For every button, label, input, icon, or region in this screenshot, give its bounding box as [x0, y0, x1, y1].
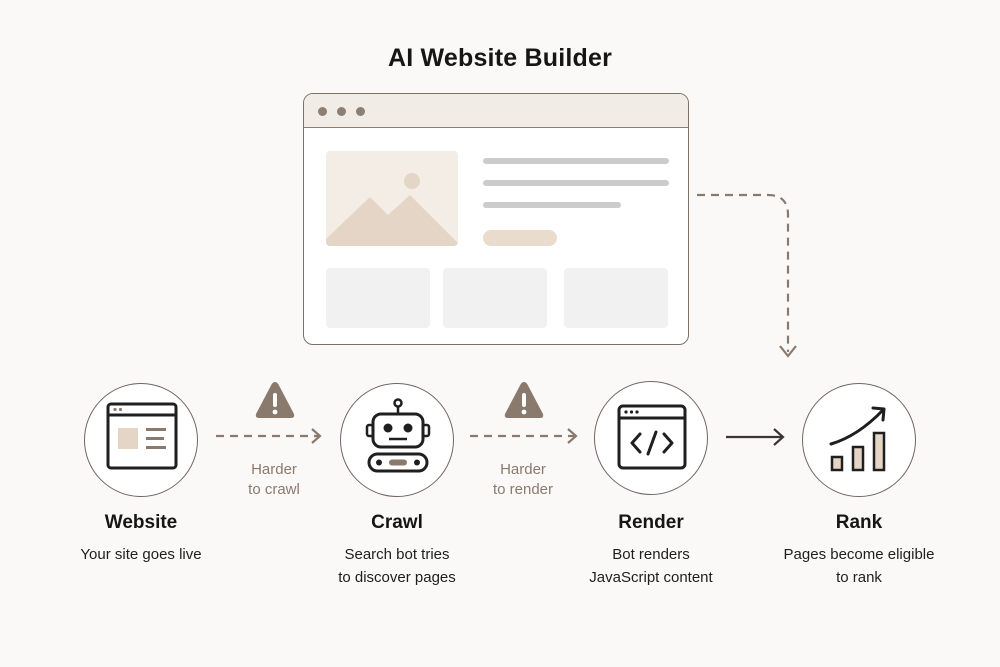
code-window-icon — [617, 404, 687, 470]
robot-icon — [365, 398, 431, 473]
step-title-crawl: Crawl — [371, 512, 423, 533]
step-desc-line: Pages become eligible — [783, 546, 935, 563]
step-desc-line: to discover pages — [338, 569, 456, 586]
window-dot-icon — [337, 107, 346, 116]
arrow-head-icon — [311, 428, 322, 444]
bar-chart-growth-icon — [829, 406, 886, 472]
step-title-website: Website — [104, 512, 178, 533]
connector-label-line: to crawl — [248, 481, 300, 498]
step-desc-line: Search bot tries — [344, 546, 450, 563]
step-desc-line: to rank — [836, 569, 882, 586]
connector-label-line: to render — [492, 481, 554, 498]
text-line-placeholder — [483, 180, 669, 186]
step-rank-circle — [802, 383, 916, 497]
step-crawl-circle — [340, 383, 454, 497]
step-desc-rank: Pages become eligible to rank — [759, 543, 959, 589]
warning-icon — [504, 382, 544, 418]
diagram-title: AI Website Builder — [387, 44, 612, 72]
step-title-render: Render — [618, 512, 684, 533]
step-desc-website: Your site goes live — [41, 543, 241, 566]
browser-title-bar — [304, 94, 688, 128]
card-placeholder — [443, 268, 547, 328]
step-render-circle — [594, 381, 708, 495]
connector-label: Harder to render — [463, 460, 583, 500]
window-dot-icon — [318, 107, 327, 116]
mockup-to-rank-arrow — [697, 193, 790, 352]
text-line-placeholder — [483, 158, 669, 164]
connector-label: Harder to crawl — [214, 460, 334, 500]
card-placeholder — [564, 268, 668, 328]
arrow-head-icon — [773, 428, 785, 446]
warning-icon — [255, 382, 295, 418]
step-desc-line: Your site goes live — [80, 546, 202, 563]
arrow-head-icon — [567, 428, 578, 444]
step-title-rank: Rank — [835, 512, 883, 533]
arrow-head-icon — [779, 345, 797, 358]
connector-label-line: Harder — [251, 461, 297, 478]
connector-label-line: Harder — [500, 461, 546, 478]
card-placeholder — [326, 268, 430, 328]
step-desc-render: Bot renders JavaScript content — [551, 543, 751, 589]
website-mockup — [303, 93, 689, 345]
step-desc-line: Bot renders — [612, 546, 690, 563]
step-desc-line: JavaScript content — [589, 569, 713, 586]
window-dot-icon — [356, 107, 365, 116]
step-website-circle — [84, 383, 198, 497]
text-line-placeholder — [483, 202, 621, 208]
step-desc-crawl: Search bot tries to discover pages — [297, 543, 497, 589]
image-placeholder-icon — [326, 151, 458, 246]
website-layout-icon — [106, 402, 178, 470]
button-placeholder — [483, 230, 557, 246]
